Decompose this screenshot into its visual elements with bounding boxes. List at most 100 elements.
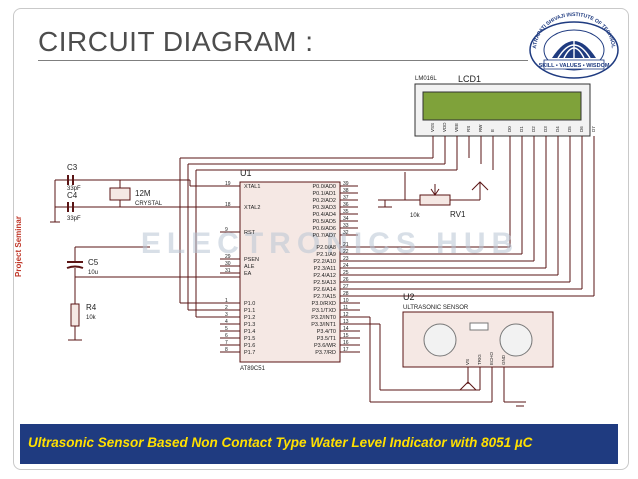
lcd-pin-label: RW: [478, 124, 483, 132]
mcu-right-pin-name: P0.1/AD1: [312, 191, 336, 197]
c4-value: 33pF: [67, 216, 81, 222]
mcu-left-pin-number: 4: [225, 319, 228, 325]
mcu-left-pin-name: EA: [244, 271, 252, 277]
side-label-text: Project Seminar: [13, 216, 23, 277]
mcu-right-pin-number: 27: [343, 284, 349, 290]
r4-value: 10k: [86, 315, 97, 321]
mcu-right-pin-number: 13: [343, 319, 349, 325]
mcu-left-pin-number: 29: [225, 254, 231, 260]
crystal-value: CRYSTAL: [135, 201, 163, 207]
lcd-pin-label: E: [490, 129, 495, 132]
mcu-left-pin-name: PSEN: [244, 257, 259, 263]
mcu-body: [239, 181, 341, 363]
sensor-pin-label: ECHO: [489, 351, 494, 365]
circuit-schematic: ELECTRONICS HUB LM016L LCD1 U1 AT89C51 C…: [50, 74, 596, 407]
lcd-pin-label: D5: [567, 126, 572, 132]
mcu-right-pin-name: P3.2/INT0: [311, 315, 336, 321]
mcu-right-pin-name: P0.5/AD5: [312, 219, 336, 225]
crystal-ref: 12M: [135, 189, 151, 198]
lcd-pin-label: D4: [555, 126, 560, 132]
mcu-right-pin-name: P3.1/TXD: [312, 308, 336, 314]
c5-ref: C5: [88, 258, 99, 267]
mcu-ref: U1: [240, 168, 252, 178]
sensor-ref: U2: [403, 292, 415, 302]
mcu-right-pin-number: 33: [343, 223, 349, 229]
mcu-right-pin-name: P0.6/AD6: [312, 226, 336, 232]
mcu-right-pin-name: P0.3/AD3: [312, 205, 336, 211]
slide-title: CIRCUIT DIAGRAM :: [38, 26, 314, 57]
lcd-pin-label: D7: [591, 126, 596, 132]
mcu-right-pin-number: 28: [343, 291, 349, 297]
mcu-left-pin-number: 3: [225, 312, 228, 318]
mcu-right-pin-number: 24: [343, 263, 349, 269]
mcu-right-pin-name: P2.0/A8: [316, 245, 336, 251]
mcu-right-pin-number: 15: [343, 333, 349, 339]
mcu-right-pin-number: 17: [343, 347, 349, 353]
mcu-right-pin-number: 36: [343, 202, 349, 208]
mcu-right-pin-name: P3.5/T1: [317, 336, 336, 342]
mcu-left-pin-name: ALE: [244, 264, 255, 270]
mcu-left-pin-name: P1.0: [244, 301, 255, 307]
mcu-right-pin-name: P2.2/A10: [313, 259, 336, 265]
mcu-right-pin-number: 38: [343, 188, 349, 194]
mcu-left-pin-number: 19: [225, 181, 231, 187]
mcu-left-pin-number: 6: [225, 333, 228, 339]
mcu-right-pin-name: P0.7/AD7: [312, 233, 336, 239]
mcu-right-pin-number: 10: [343, 298, 349, 304]
mcu-right-pin-number: 21: [343, 242, 349, 248]
logo-motto: SKILL • VALUES • WISDOM: [539, 63, 610, 69]
lcd-ref: LCD1: [458, 74, 481, 84]
r4-ref: R4: [86, 303, 97, 312]
c5-value: 10u: [88, 270, 98, 276]
mcu-left-pin-number: 30: [225, 261, 231, 267]
c4-ref: C4: [67, 191, 78, 200]
rv1-ref: RV1: [450, 210, 466, 219]
mcu-left-pin-name: RST: [244, 230, 256, 236]
mcu-right-pin-name: P3.0/RXD: [312, 301, 336, 307]
lcd-pin-label: RS: [466, 126, 471, 132]
lcd-pin-label: D6: [579, 126, 584, 132]
sensor-name: ULTRASONIC SENSOR: [403, 305, 469, 311]
mcu-right-pin-number: 25: [343, 270, 349, 276]
mcu-left-pin-name: P1.5: [244, 336, 255, 342]
lcd-pin-label: VEE: [454, 123, 459, 132]
mcu-right-pin-name: P3.4/T0: [317, 329, 336, 335]
rv1-value: 10k: [410, 213, 421, 219]
mcu-right-pin-name: P2.4/A12: [313, 273, 336, 279]
mcu-left-pin-name: P1.2: [244, 315, 255, 321]
mcu-right-pin-name: P3.6/WR: [314, 343, 336, 349]
mcu-left-pin-name: XTAL2: [244, 205, 260, 211]
mcu-right-pin-number: 37: [343, 195, 349, 201]
mcu-right-pin-number: 26: [343, 277, 349, 283]
mcu-right-pin-number: 23: [343, 256, 349, 262]
mcu-left-pin-number: 1: [225, 298, 228, 304]
c3-value: 33pF: [67, 186, 81, 192]
mcu-left-pin-number: 5: [225, 326, 228, 332]
title-divider: [38, 60, 528, 61]
lcd-pin-label: D2: [531, 126, 536, 132]
mcu-right-pin-name: P2.3/A11: [314, 266, 336, 272]
mcu-left-pin-name: P1.3: [244, 322, 255, 328]
mcu-model: AT89C51: [240, 366, 266, 372]
mcu-left-pin-number: 8: [225, 347, 228, 353]
rv1-body: [419, 194, 451, 206]
mcu-left-pin-number: 18: [225, 202, 231, 208]
watermark-text: ELECTRONICS HUB: [141, 227, 519, 260]
mcu-left-pin-name: P1.6: [244, 343, 255, 349]
mcu-right-pin-number: 34: [343, 216, 349, 222]
lcd-model: LM016L: [415, 76, 437, 82]
mcu-right-pin-number: 22: [343, 249, 349, 255]
caption-bar: [20, 424, 618, 464]
mcu-right-pin-number: 12: [343, 312, 349, 318]
mcu-left-pin-name: P1.7: [244, 350, 255, 356]
mcu-right-pin-name: P2.5/A13: [313, 280, 336, 286]
mcu-right-pin-number: 39: [343, 181, 349, 187]
r4-body: [70, 303, 80, 327]
crystal-body: [109, 187, 131, 201]
mcu-left-pin-number: 31: [225, 268, 231, 274]
sensor-pin-label: VS: [465, 359, 470, 365]
c3-ref: C3: [67, 163, 78, 172]
mcu-right-pin-number: 35: [343, 209, 349, 215]
mcu-right-pin-number: 32: [343, 230, 349, 236]
mcu-right-pin-name: P0.2/AD2: [312, 198, 336, 204]
